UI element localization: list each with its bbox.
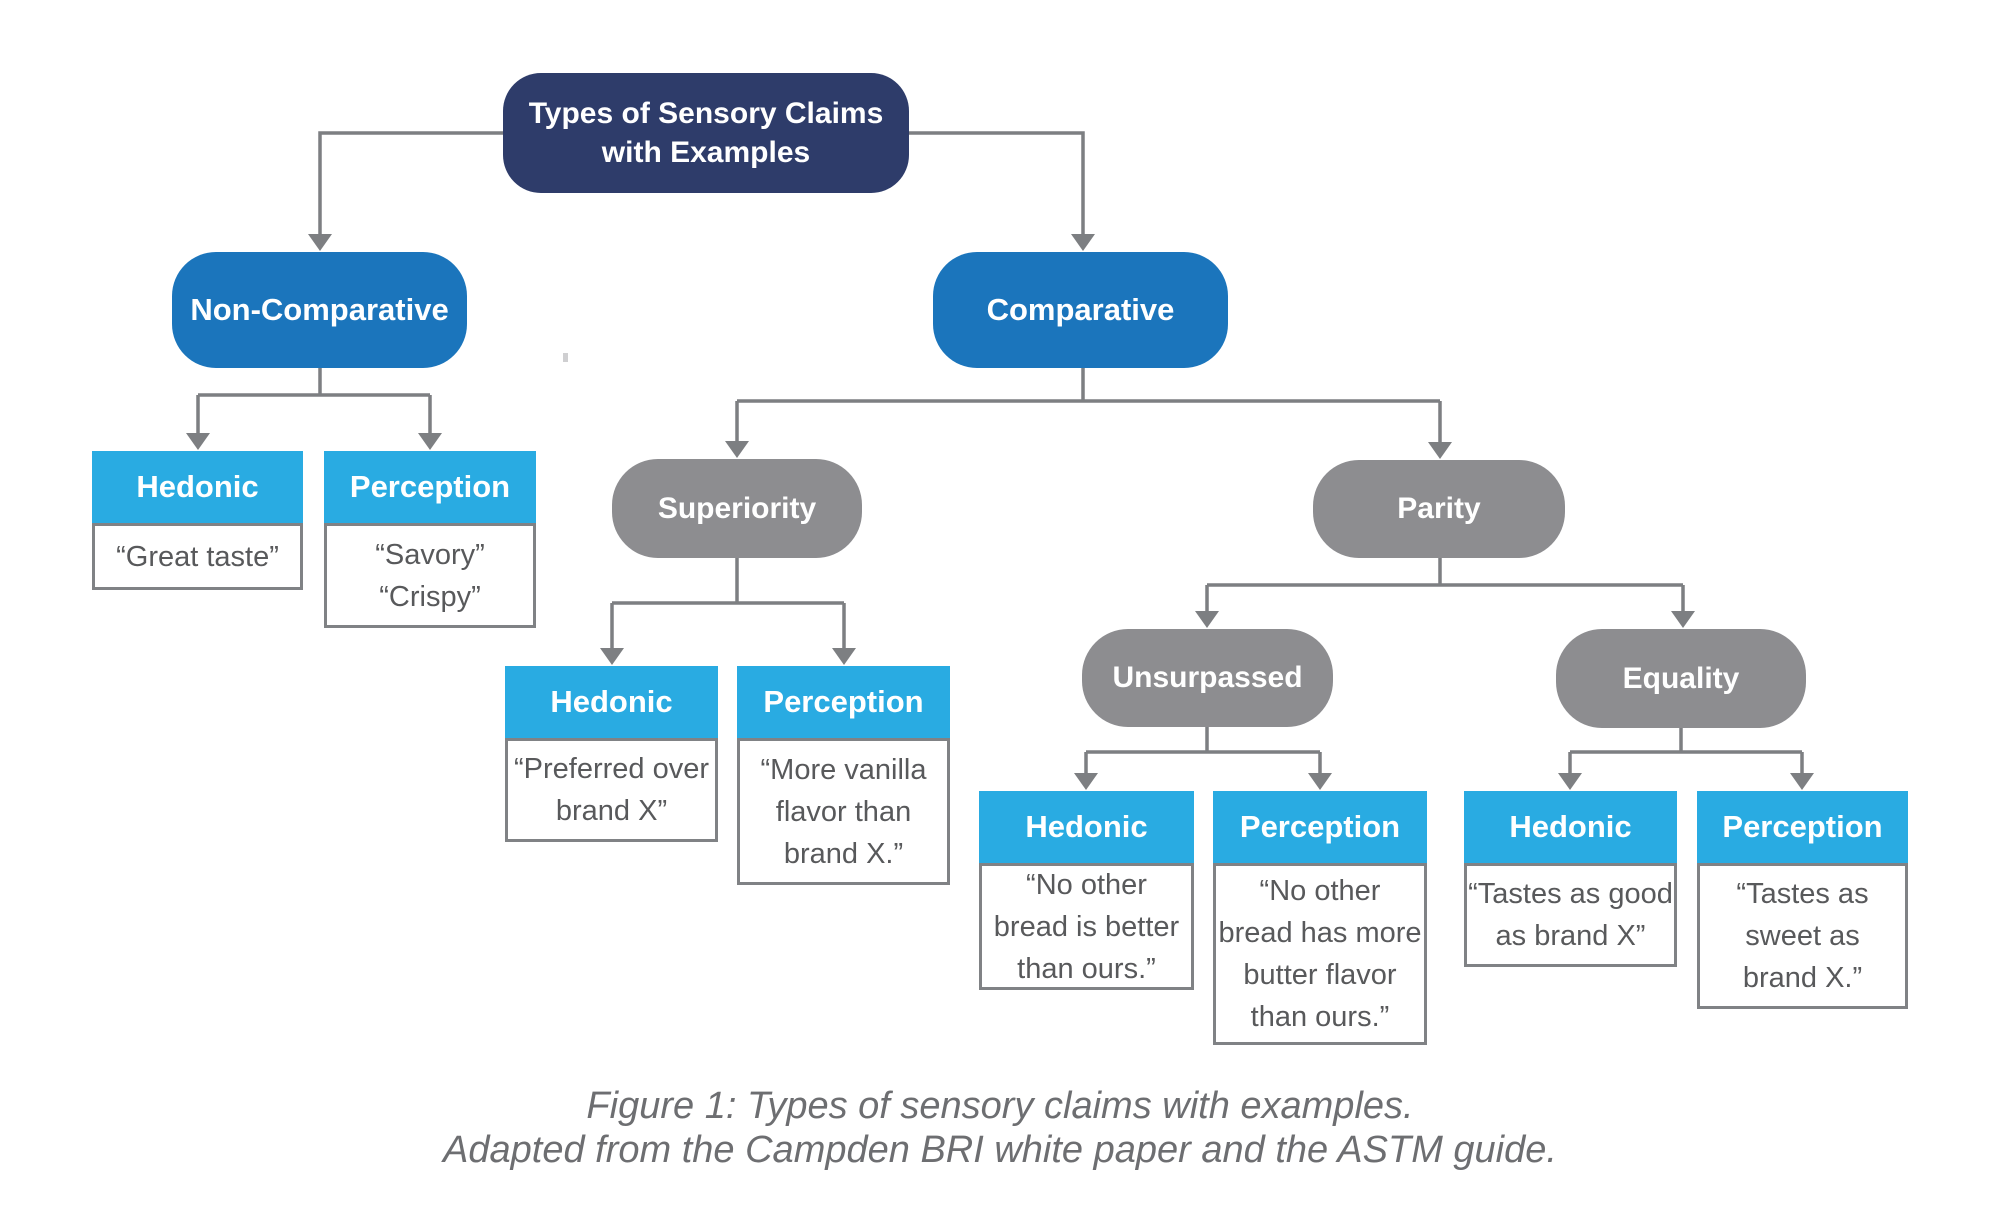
node-unsurpassed-label: Unsurpassed [1112,661,1303,694]
claim-body: “More vanilla flavor than brand X.” [737,738,950,885]
connector-unsurpassed-split [1084,727,1322,773]
quote-line: than ours.” [1250,1001,1390,1033]
claim-box-unsurpassed-perception: Perception “No other bread has more butt… [1213,791,1427,1045]
node-superiority: Superiority [612,459,862,558]
claim-body: “No other bread has more butter flavor t… [1213,863,1427,1045]
quote-line: “More vanilla [760,753,927,786]
quote-line: “Crispy” [379,580,481,613]
arrowhead [1308,773,1332,790]
connector-non-comparative-split [196,368,432,433]
arrowhead [418,433,442,450]
claim-header: Perception [1213,791,1427,863]
stray-mark [563,353,568,362]
node-equality-label: Equality [1622,661,1740,695]
arrowhead [832,648,856,665]
connector-title-to-non-comparative [318,131,503,234]
arrowhead [186,433,210,450]
connector-title-to-comparative [909,131,1085,234]
connector-superiority-split [610,558,846,648]
claim-box-equality-hedonic: Hedonic “Tastes as good as brand X” [1464,791,1677,967]
claim-body: “Great taste” [92,523,303,590]
claim-header: Perception [324,451,536,523]
claim-box-non-comparative-perception: Perception “Savory” “Crispy” [324,451,536,628]
node-title-line2: with Examples [601,136,811,169]
node-parity-label: Parity [1397,492,1481,525]
arrowhead [1428,442,1452,459]
claim-header: Hedonic [92,451,303,523]
quote-line: “Tastes as [1736,878,1869,910]
quote-line: bread has more [1218,917,1422,949]
figure-caption-line2: Adapted from the Campden BRI white paper… [443,1129,1557,1171]
quote-line: “Great taste” [116,540,279,573]
quote-line: “No other [1026,868,1147,901]
quote-line: butter flavor [1243,959,1397,991]
quote-line: “Savory” [375,538,485,571]
connector-parity-split [1205,558,1685,611]
node-non-comparative: Non-Comparative [172,252,467,368]
claim-body: “Savory” “Crispy” [324,523,536,628]
quote-line: bread is better [993,910,1180,943]
connector-comparative-split [735,368,1442,442]
claim-box-superiority-hedonic: Hedonic “Preferred over brand X” [505,666,718,842]
figure-caption: Figure 1: Types of sensory claims with e… [0,1084,2000,1172]
arrowhead [1195,611,1219,628]
claim-box-unsurpassed-hedonic: Hedonic “No other bread is better than o… [979,791,1194,990]
claim-body: “Tastes as good as brand X” [1464,863,1677,967]
quote-line: brand X” [555,795,668,827]
quote-line: “No other [1259,875,1381,907]
figure-caption-line1: Figure 1: Types of sensory claims with e… [586,1085,1414,1127]
claim-box-equality-perception: Perception “Tastes as sweet as brand X.” [1697,791,1908,1009]
claim-body: “Preferred over brand X” [505,738,718,842]
claim-header: Perception [737,666,950,738]
arrowhead [1790,773,1814,790]
claim-header: Hedonic [505,666,718,738]
node-equality: Equality [1556,629,1806,728]
arrowhead [1071,234,1095,251]
node-superiority-label: Superiority [657,491,817,525]
claim-header: Hedonic [979,791,1194,863]
node-title-line1: Types of Sensory Claims [528,97,884,130]
quote-line: flavor than [775,795,912,828]
claim-box-superiority-perception: Perception “More vanilla flavor than bra… [737,666,950,885]
quote-line: than ours.” [1017,952,1156,985]
claim-body: “Tastes as sweet as brand X.” [1697,863,1908,1009]
claim-body: “No other bread is better than ours.” [979,863,1194,990]
claim-box-non-comparative-hedonic: Hedonic “Great taste” [92,451,303,590]
arrowhead [1074,773,1098,790]
node-unsurpassed: Unsurpassed [1082,629,1333,727]
quote-line: “Preferred over [513,753,709,785]
arrowhead [308,234,332,251]
arrowhead [1558,773,1582,790]
connector-equality-split [1568,728,1804,773]
quote-line: sweet as [1745,920,1860,952]
quote-line: as brand X” [1495,920,1646,952]
quote-line: brand X.” [1742,962,1863,994]
arrowhead [600,648,624,665]
arrowhead [725,441,749,458]
node-parity: Parity [1313,460,1565,558]
node-comparative-label: Comparative [986,292,1175,327]
arrowhead [1671,611,1695,628]
claim-header: Perception [1697,791,1908,863]
quote-line: “Tastes as good [1468,878,1673,910]
node-non-comparative-label: Non-Comparative [190,292,449,327]
claim-header: Hedonic [1464,791,1677,863]
quote-line: brand X.” [783,837,904,870]
node-comparative: Comparative [933,252,1228,368]
node-title: Types of Sensory Claims with Examples [503,73,909,193]
